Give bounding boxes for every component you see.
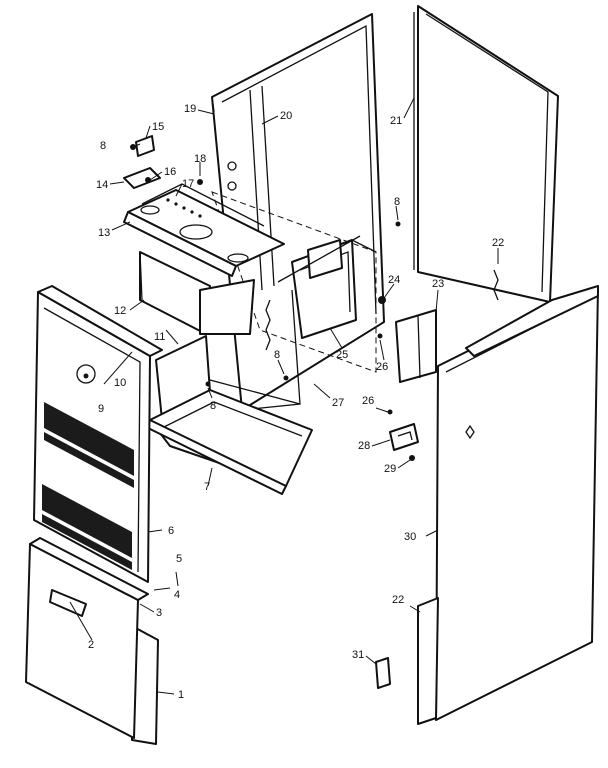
callout-4: 4 — [174, 589, 180, 601]
callout-8-c: 8 — [274, 349, 280, 361]
control-box — [197, 179, 419, 461]
internal-frame — [209, 191, 377, 411]
callout-27: 27 — [332, 397, 344, 409]
callout-3: 3 — [156, 607, 162, 619]
bracket-23 — [395, 309, 437, 383]
callout-22-b: 22 — [392, 594, 404, 606]
bottom-pan — [147, 335, 313, 495]
callout-labels: 1 2 3 4 5 6 7 8 8 8 8 9 10 11 12 13 14 1… — [88, 103, 504, 701]
callout-8-b: 8 — [394, 196, 400, 208]
upper-vent-grille — [44, 402, 134, 488]
switch-assembly — [123, 135, 161, 189]
duct-baffle — [139, 251, 255, 335]
callout-29: 29 — [384, 463, 396, 475]
callout-14: 14 — [96, 179, 108, 191]
callout-15: 15 — [152, 121, 164, 133]
right-back-panel — [413, 5, 559, 303]
callout-24: 24 — [388, 274, 400, 286]
control-plate — [123, 183, 285, 277]
callout-30: 30 — [404, 531, 416, 543]
side-flanges — [465, 269, 599, 357]
callout-23: 23 — [432, 278, 444, 290]
callout-6: 6 — [168, 525, 174, 537]
callout-16: 16 — [164, 166, 176, 178]
callout-25: 25 — [336, 349, 348, 361]
callout-11: 11 — [154, 331, 165, 343]
bracket-31 — [375, 657, 391, 689]
callout-5: 5 — [176, 553, 182, 565]
callout-17: 17 — [182, 178, 194, 190]
upper-front-panel — [33, 285, 163, 583]
callout-20: 20 — [280, 110, 292, 122]
callout-19: 19 — [184, 103, 196, 115]
callout-26-b: 26 — [362, 395, 374, 407]
callout-12: 12 — [114, 305, 126, 317]
callout-8-a: 8 — [100, 140, 106, 152]
callout-26-a: 26 — [376, 361, 388, 373]
callout-9: 9 — [98, 403, 104, 415]
callout-28: 28 — [358, 440, 370, 452]
callout-7: 7 — [204, 481, 210, 493]
right-side-panel — [417, 285, 599, 725]
lower-vent-grille — [42, 484, 132, 570]
callout-1: 1 — [178, 689, 184, 701]
callout-8-d: 8 — [210, 400, 216, 412]
callout-10: 10 — [114, 377, 126, 389]
callout-13: 13 — [98, 227, 110, 239]
callout-leaders — [69, 97, 499, 695]
callout-31: 31 — [352, 649, 364, 661]
callout-22-a: 22 — [492, 237, 504, 249]
callout-18: 18 — [194, 153, 206, 165]
callout-21: 21 — [390, 115, 402, 127]
callout-2: 2 — [88, 639, 94, 651]
lower-door — [25, 537, 159, 745]
